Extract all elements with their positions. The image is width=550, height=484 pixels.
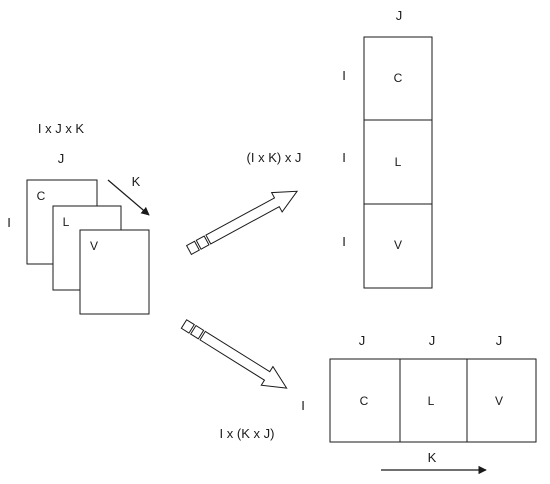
- horizontal-block-c-label: C: [360, 394, 369, 408]
- horizontal-i-label: I: [301, 398, 305, 413]
- vertical-block-l-label: L: [395, 155, 402, 169]
- slice-c-label: C: [37, 189, 46, 203]
- vertical-j-label: J: [396, 8, 403, 23]
- vertical-block-c-label: C: [394, 71, 403, 85]
- tensor-k-label: K: [132, 174, 141, 189]
- tensor-j-label: J: [58, 151, 65, 166]
- vertical-i-label-1: I: [342, 68, 346, 83]
- horizontal-j-label-2: J: [429, 333, 436, 348]
- vertical-block-v-label: V: [394, 238, 402, 252]
- horizontal-block-v: [466, 358, 537, 443]
- vertical-block-l: [363, 119, 433, 205]
- vertical-unfold-caption: (I x K) x J: [247, 150, 302, 165]
- vertical-i-label-3: I: [342, 234, 346, 249]
- horizontal-block-v-label: V: [495, 394, 503, 408]
- slice-v: [79, 229, 150, 315]
- tensor-dims-label: I x J x K: [38, 121, 85, 136]
- horizontal-unfold-caption: I x (K x J): [220, 426, 275, 441]
- slice-l-label: L: [63, 215, 70, 229]
- unfold-arrow-up: [185, 190, 299, 256]
- vertical-block-c: [363, 36, 433, 121]
- horizontal-k-label: K: [428, 450, 437, 465]
- vertical-block-v: [363, 203, 433, 289]
- k-direction-arrow: [107, 179, 150, 216]
- vertical-i-label-2: I: [342, 150, 346, 165]
- horizontal-block-l-label: L: [428, 394, 435, 408]
- horizontal-j-label-1: J: [359, 333, 366, 348]
- tensor-i-label: I: [7, 215, 11, 230]
- slice-v-label: V: [90, 239, 98, 253]
- horizontal-j-label-3: J: [496, 333, 503, 348]
- horizontal-block-c: [329, 358, 401, 443]
- unfold-arrow-down: [180, 319, 288, 389]
